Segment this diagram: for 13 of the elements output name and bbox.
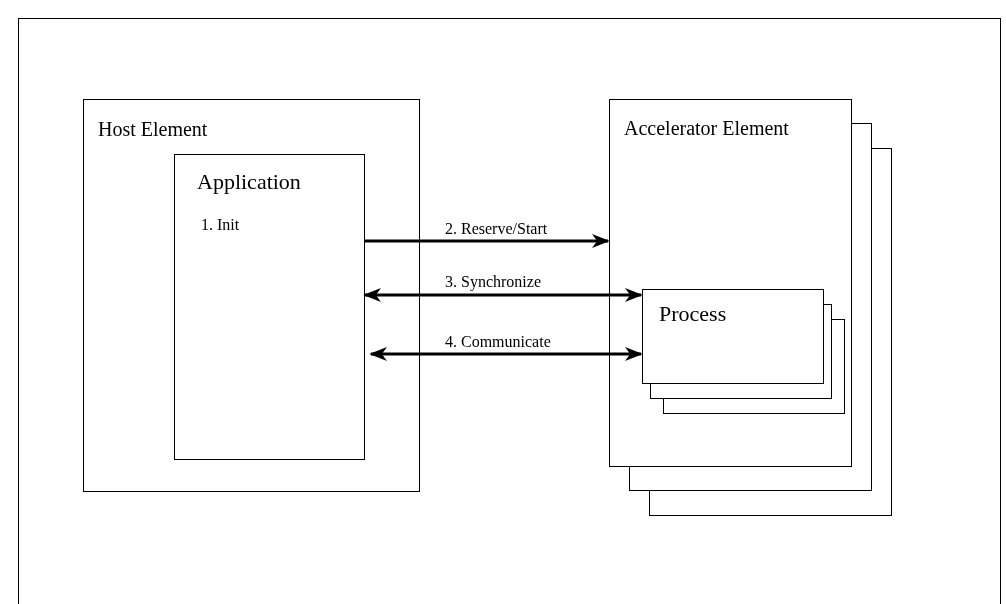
box-title: Host Element (98, 117, 208, 142)
arrow (363, 287, 643, 303)
edge-label: 2. Reserve/Start (445, 219, 548, 239)
edge-label: 3. Synchronize (445, 272, 541, 293)
edge-label: 4. Communicate (445, 332, 551, 352)
box-title: Application (197, 168, 301, 196)
box-title: Accelerator Element (624, 116, 789, 141)
arrow (365, 233, 610, 249)
box-title: Process (659, 300, 727, 328)
container-box (174, 154, 365, 460)
step-label: 1. Init (201, 215, 240, 235)
container-box (83, 99, 420, 492)
arrow (369, 346, 643, 362)
